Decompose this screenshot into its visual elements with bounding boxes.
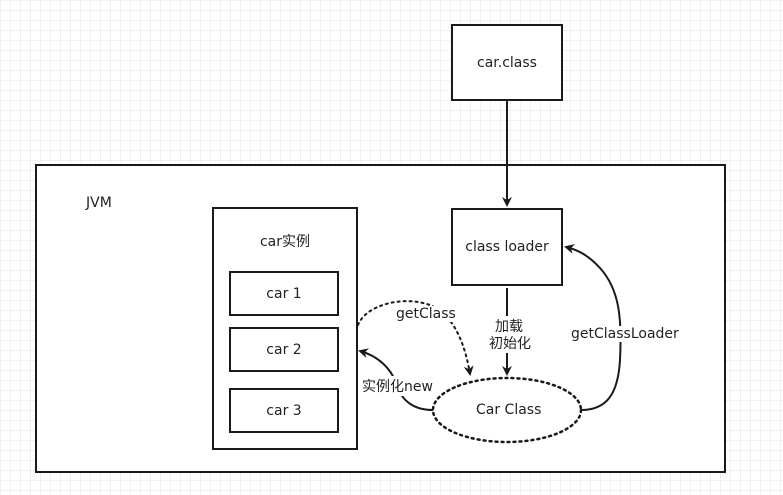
car-class-label: Car Class [476, 402, 542, 418]
jvm-container [35, 164, 726, 473]
edge-getclassloader-label: getClassLoader [569, 326, 681, 342]
arrow-getclassloader [564, 244, 622, 411]
jvm-label: JVM [86, 195, 112, 211]
class-loader-label: class loader [465, 239, 549, 255]
car-class-file-box: car.class [451, 24, 563, 101]
instance-car-3: car 3 [229, 388, 339, 433]
car-class-file-label: car.class [477, 54, 537, 71]
instance-label: car 1 [266, 285, 302, 302]
instance-car-2: car 2 [229, 327, 339, 372]
class-loader-box: class loader [451, 208, 563, 286]
arrow-getclass [357, 300, 474, 376]
edge-getclass-label: getClass [394, 306, 458, 322]
instance-label: car 3 [266, 402, 302, 419]
instance-car-1: car 1 [229, 271, 339, 316]
edge-init-label: 初始化 [488, 333, 532, 353]
instance-label: car 2 [266, 341, 302, 358]
edge-instantiate-label: 实例化new [361, 376, 434, 396]
edge-load-label: 加载 [494, 316, 524, 336]
instance-group-title: car实例 [259, 234, 311, 250]
